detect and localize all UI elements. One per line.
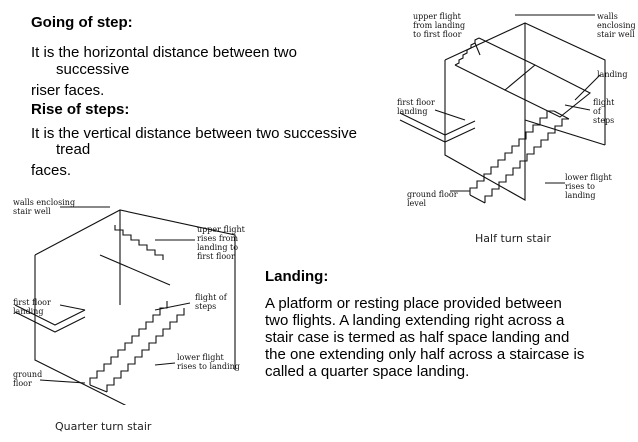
landing-line-3: stair case is termed as half space landi…	[265, 329, 570, 346]
rise-line-3: faces.	[31, 162, 72, 179]
landing-line-5: called a quarter space landing.	[265, 363, 470, 380]
half-first-floor-label-2: landing	[397, 107, 427, 116]
half-flight-label-3: steps	[593, 116, 614, 125]
quarter-flight-label-1: flight of	[195, 293, 228, 302]
half-turn-caption: Half turn stair	[475, 232, 551, 245]
landing-line-4: the one extending only half across a sta…	[265, 346, 585, 363]
going-line-3: riser faces.	[31, 82, 105, 99]
half-walls-label-1: walls	[597, 12, 618, 21]
landing-heading: Landing:	[265, 268, 329, 285]
going-heading: Going of step:	[31, 14, 133, 31]
half-upper-flight-label-1: upper flight	[413, 12, 462, 21]
quarter-upper-flight-label-4: first floor	[197, 252, 235, 261]
quarter-upper-flight-label-1: upper flight	[197, 225, 246, 234]
half-lower-flight-label-3: landing	[565, 191, 595, 200]
quarter-upper-flight-label-2: rises from	[197, 234, 238, 243]
quarter-walls-label-2: stair well	[13, 207, 51, 216]
half-flight-label-2: of	[593, 107, 602, 116]
half-flight-label-1: flight	[593, 98, 615, 107]
quarter-lower-flight-label-1: lower flight	[177, 353, 224, 362]
quarter-flight-label-2: steps	[195, 302, 216, 311]
half-upper-flight-label-2: from landing	[413, 21, 465, 30]
half-ground-label-1: ground floor	[407, 190, 458, 199]
half-ground-label-2: level	[407, 199, 427, 208]
quarter-first-floor-label-1: first floor	[13, 298, 51, 307]
quarter-lower-flight-label-2: rises to landing	[177, 362, 240, 371]
quarter-walls-label-1: walls enclosing	[13, 198, 75, 207]
quarter-turn-stair-diagram: walls enclosing stair well upper flight …	[13, 198, 246, 405]
rise-line-2: tread	[56, 141, 91, 158]
going-line-2: successive	[56, 61, 130, 78]
quarter-ground-label-2: floor	[13, 379, 32, 388]
rise-heading: Rise of steps:	[31, 101, 130, 118]
quarter-turn-caption: Quarter turn stair	[55, 420, 152, 433]
going-line-1: It is the horizontal distance between tw…	[31, 44, 297, 61]
quarter-upper-flight-label-3: landing to	[197, 243, 238, 252]
quarter-ground-label-1: ground	[13, 370, 42, 379]
half-walls-label-3: stair well	[597, 30, 635, 39]
half-upper-flight-label-3: to first floor	[413, 30, 462, 39]
half-lower-flight-label-1: lower flight	[565, 173, 612, 182]
quarter-first-floor-label-2: landing	[13, 307, 43, 316]
half-landing-label: landing	[597, 70, 627, 79]
half-first-floor-label-1: first floor	[397, 98, 435, 107]
landing-line-2: two flights. A landing extending right a…	[265, 312, 565, 329]
half-turn-stair-diagram: upper flight from landing to first floor…	[397, 12, 635, 208]
half-lower-flight-label-2: rises to	[565, 182, 595, 191]
half-walls-label-2: enclosing	[597, 21, 635, 30]
landing-line-1: A platform or resting place provided bet…	[265, 295, 562, 312]
rise-line-1: It is the vertical distance between two …	[31, 125, 357, 142]
